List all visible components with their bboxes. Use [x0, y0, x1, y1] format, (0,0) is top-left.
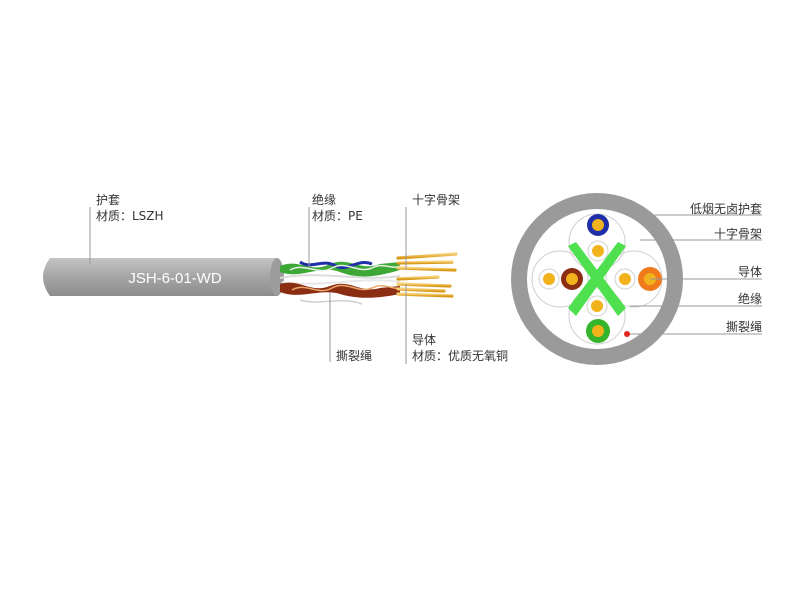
- product-code: JSH-6-01-WD: [128, 270, 222, 287]
- label-conductor: 导体: [738, 265, 762, 279]
- conductor-material: 材质：优质无氧铜: [412, 348, 508, 363]
- bottom-pair: [586, 295, 610, 343]
- label-insulation: 绝缘: [738, 291, 762, 306]
- cross-filler-title: 十字骨架: [412, 192, 460, 207]
- cable-side-view: JSH-6-01-WD: [43, 192, 508, 364]
- cable-cross-section: 低烟无卤护套 十字骨架 导体 绝缘 撕裂绳: [511, 193, 762, 365]
- label-lszh-jacket: 低烟无卤护套: [690, 202, 762, 216]
- white-strands: [279, 274, 401, 285]
- conductor-title: 导体: [412, 333, 436, 347]
- insulation-title: 绝缘: [312, 192, 336, 207]
- label-cross-filler: 十字骨架: [714, 226, 762, 241]
- pair-outlines: [531, 213, 663, 345]
- left-pair: [538, 268, 583, 290]
- insulation-material: 材质：PE: [312, 209, 363, 223]
- cross-section-leaders: [630, 214, 762, 335]
- rip-cord-side: [299, 299, 363, 305]
- rip-cord-dot: [624, 331, 630, 337]
- conductor-strands: [396, 252, 458, 298]
- green-blue-pair: [280, 260, 401, 277]
- brown-orange-pair: [280, 282, 401, 298]
- rip-cord-title: 撕裂绳: [336, 349, 372, 363]
- cross-filler: [568, 242, 626, 316]
- label-rip-cord: 撕裂绳: [726, 320, 762, 334]
- jacket-title: 护套: [96, 193, 120, 207]
- top-pair: [587, 214, 609, 262]
- jacket-material: 材质：LSZH: [96, 209, 164, 223]
- jacket-body: [43, 258, 283, 296]
